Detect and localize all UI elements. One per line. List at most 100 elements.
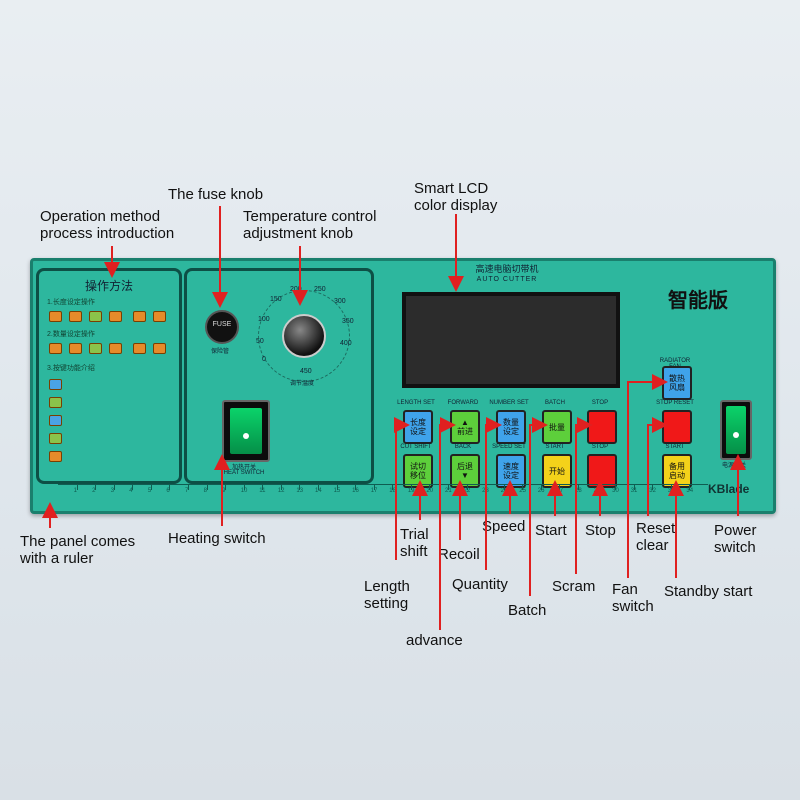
ruler-tick — [243, 485, 245, 490]
ruler-number: 29 — [593, 488, 601, 494]
batch-button[interactable]: 批量 — [542, 410, 572, 444]
start-button[interactable]: 开始 — [542, 454, 572, 488]
ruler-number: 27 — [556, 488, 564, 494]
dial-number: 400 — [340, 340, 352, 347]
ruler-tick — [336, 485, 338, 490]
ops-mini-key — [49, 397, 62, 408]
dial-caption: 调节温度 — [289, 381, 314, 387]
brand-logo: KBlade — [708, 482, 750, 496]
callout-start: Start — [535, 522, 567, 539]
back-button[interactable]: 后退 ▼ — [450, 454, 480, 488]
ops-mini-key — [133, 343, 146, 354]
ruler-tick — [280, 485, 282, 490]
ruler-number: 17 — [370, 488, 378, 494]
forward-button[interactable]: ▲ 前进 — [450, 410, 480, 444]
ops-mini-key — [49, 343, 62, 354]
ops-mini-key — [49, 311, 62, 322]
ruler-tick — [540, 485, 542, 490]
ruler-tick — [113, 485, 115, 490]
dial-number: 300 — [334, 298, 346, 305]
ruler-number: 12 — [277, 488, 285, 494]
ruler-tick — [615, 485, 617, 490]
ruler-number: 10 — [240, 488, 248, 494]
ruler-number: 25 — [519, 488, 526, 494]
ruler-number: 19 — [407, 488, 415, 494]
ops-mini-key — [49, 415, 62, 426]
ruler-number: 30 — [612, 488, 619, 494]
callout-heating: Heating switch — [168, 530, 266, 547]
ruler-number: 16 — [352, 488, 359, 494]
dial-number: 200 — [290, 286, 302, 293]
heater-box — [184, 268, 374, 484]
ruler-number: 9 — [222, 488, 226, 494]
fan-switch-button[interactable]: 散热 风扇 — [662, 366, 692, 400]
btn-label: NUMBER SET — [489, 400, 529, 406]
temperature-knob[interactable] — [282, 314, 326, 358]
ruler-tick — [299, 485, 301, 490]
ops-title: 操作方法 — [84, 279, 133, 293]
ruler-tick — [373, 485, 375, 490]
trial-shift-button[interactable]: 试切 移位 — [403, 454, 433, 488]
ruler-number: 6 — [166, 488, 170, 494]
ruler-number: 13 — [296, 488, 304, 494]
fuse-knob[interactable]: FUSE — [205, 310, 239, 344]
ruler-number: 3 — [110, 488, 115, 494]
callout-quantity: Quantity — [452, 576, 508, 593]
btn-label: FORWARD — [447, 400, 479, 406]
power-label: 电源开关 — [721, 463, 746, 469]
ruler-tick — [448, 485, 449, 490]
ops-step-3: 3.按键功能介绍 — [47, 365, 95, 372]
stop-button[interactable] — [587, 454, 617, 488]
ops-step-2: 2.数量设定操作 — [47, 331, 95, 338]
ruler-number: 22 — [463, 488, 471, 494]
ops-mini-key — [89, 343, 102, 354]
ruler-number: 21 — [445, 488, 452, 494]
callout-advance: advance — [406, 632, 463, 649]
ops-mini-key — [49, 433, 62, 444]
callout-length-setting: Length setting — [364, 578, 410, 612]
ruler-tick — [522, 485, 524, 490]
ruler-number: 18 — [389, 488, 396, 494]
ruler-tick — [206, 485, 208, 490]
ruler-tick — [429, 485, 431, 490]
standby-start-button[interactable]: 备用 启动 — [662, 454, 692, 488]
scram-button[interactable] — [587, 410, 617, 444]
btn-label: BACK — [454, 444, 472, 450]
length-set-button[interactable]: 长度 设定 — [403, 410, 433, 444]
ops-mini-key — [69, 343, 82, 354]
ops-mini-key — [109, 343, 122, 354]
ruler-number: 14 — [315, 488, 322, 494]
heating-switch[interactable] — [222, 400, 270, 462]
ruler-number: 2 — [92, 488, 96, 494]
ruler-tick — [225, 485, 227, 490]
number-set-button[interactable]: 数量 设定 — [496, 410, 526, 444]
ops-mini-key — [109, 311, 122, 322]
ruler-number: 15 — [333, 488, 341, 494]
ruler-number: 20 — [426, 488, 434, 494]
btn-label: START — [545, 444, 565, 450]
callout-speed: Speed — [482, 518, 526, 535]
btn-label: START — [665, 444, 685, 450]
power-switch[interactable] — [720, 400, 752, 460]
ruler-tick — [410, 485, 412, 490]
speed-set-button[interactable]: 速度 设定 — [496, 454, 526, 488]
callout-lcd: Smart LCD color display — [414, 180, 498, 214]
btn-label: CUT SHIFT — [400, 444, 432, 450]
ruler-tick — [262, 485, 264, 490]
ruler-tick — [689, 485, 691, 490]
ruler-tick — [95, 485, 97, 490]
callout-scram: Scram — [552, 578, 596, 595]
ops-mini-key — [133, 311, 146, 322]
dial-number: 100 — [258, 316, 270, 323]
ruler-number: 5 — [147, 488, 152, 494]
ruler-number: 7 — [185, 488, 189, 494]
ruler-tick — [392, 485, 394, 490]
callout-standby-start: Standby start — [664, 583, 753, 600]
ruler-tick — [76, 485, 78, 490]
reset-clear-button[interactable] — [662, 410, 692, 444]
dial-number: 150 — [270, 296, 282, 303]
ruler-tick — [318, 485, 319, 490]
callout-batch: Batch — [508, 602, 547, 619]
btn-label: STOP — [591, 400, 609, 406]
heating-label-en: HEAT SWITCH — [223, 470, 265, 476]
